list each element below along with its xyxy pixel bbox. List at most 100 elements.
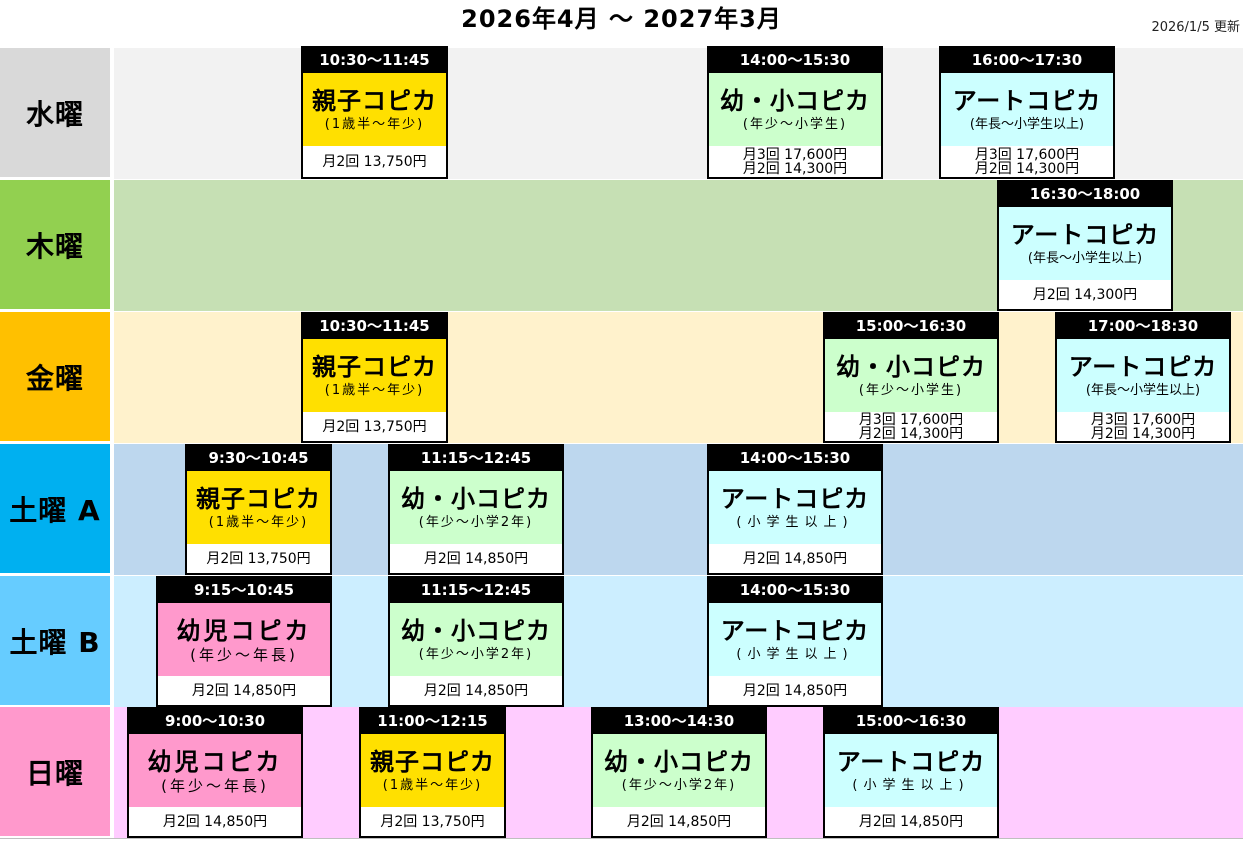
class-name: アートコピカ [836,747,986,776]
class-price: 月2回 14,850円 [158,676,330,705]
class-time: 16:00〜17:30 [971,51,1083,69]
class-card-youshou[interactable]: 13:00〜14:30 幼・小コピカ (年少〜小学2年) 月2回 14,850円 [591,707,767,838]
class-age: (年少〜小学2年) [621,777,737,793]
day-label: 日曜 [0,707,110,836]
class-card-youshou[interactable]: 15:00〜16:30 幼・小コピカ (年少〜小学生) 月3回 17,600円月… [823,312,999,443]
class-name: アートコピカ [952,86,1102,115]
class-age: (1歳半〜年少) [208,514,309,530]
class-card-art[interactable]: 14:00〜15:30 アートコピカ (小学生以上) 月2回 14,850円 [707,444,883,575]
class-price: 月2回 14,850円 [390,676,562,705]
class-time: 13:00〜14:30 [623,712,735,730]
day-row-friday: 金曜 10:30〜11:45 親子コピカ (1歳半〜年少) 月2回 13,750… [0,312,1243,443]
class-name: アートコピカ [1010,220,1160,249]
class-time: 10:30〜11:45 [319,51,430,69]
class-card-art[interactable]: 15:00〜16:30 アートコピカ (小学生以上) 月2回 14,850円 [823,707,999,838]
class-age: (年少〜小学2年) [418,646,534,662]
class-card-oyako[interactable]: 11:00〜12:15 親子コピカ (1歳半〜年少) 月2回 13,750円 [359,707,506,838]
class-time: 14:00〜15:30 [739,51,851,69]
class-time: 11:15〜12:45 [420,581,532,599]
day-row-saturday-b: 土曜 B 9:15〜10:45 幼児コピカ (年少〜年長) 月2回 14,850… [0,576,1243,707]
class-name: アートコピカ [720,616,870,645]
class-time: 9:30〜10:45 [208,449,309,467]
class-time: 10:30〜11:45 [319,317,430,335]
day-label: 金曜 [0,312,110,441]
class-price: 月3回 17,600円月2回 14,300円 [1057,412,1229,441]
class-info: アートコピカ (年長〜小学生以上) [941,73,1113,146]
class-price: 月2回 13,750円 [187,544,330,573]
class-info: 幼児コピカ (年少〜年長) [129,734,301,807]
class-info: 幼・小コピカ (年少〜小学生) [709,73,881,146]
class-price: 月3回 17,600円月2回 14,300円 [941,146,1113,177]
class-name: 幼・小コピカ [604,747,754,776]
class-time: 14:00〜15:30 [739,581,851,599]
class-name: 親子コピカ [312,86,437,115]
class-age: (年少〜小学生) [742,116,848,132]
class-name: アートコピカ [1068,352,1218,381]
class-time: 14:00〜15:30 [739,449,851,467]
class-card-art[interactable]: 17:00〜18:30 アートコピカ (年長〜小学生以上) 月3回 17,600… [1055,312,1231,443]
day-row-sunday: 日曜 9:00〜10:30 幼児コピカ (年少〜年長) 月2回 14,850円 … [0,707,1243,838]
class-price: 月3回 17,600円月2回 14,300円 [825,412,997,441]
class-age: (年少〜小学2年) [418,514,534,530]
class-price: 月2回 14,850円 [129,807,301,836]
class-name: 親子コピカ [370,747,495,776]
class-card-art[interactable]: 14:00〜15:30 アートコピカ (小学生以上) 月2回 14,850円 [707,576,883,707]
class-name: 幼・小コピカ [401,484,551,513]
updated-date: 2026/1/5 更新 [1151,20,1240,35]
class-age: (小学生以上) [852,777,970,793]
class-name: 親子コピカ [312,352,437,381]
class-age: (小学生以上) [736,646,854,662]
class-price: 月3回 17,600円月2回 14,300円 [709,146,881,177]
class-time: 9:00〜10:30 [164,712,266,730]
class-age: (1歳半〜年少) [324,116,425,132]
class-name: 幼・小コピカ [836,352,986,381]
class-age: (1歳半〜年少) [382,777,483,793]
class-card-youji[interactable]: 9:00〜10:30 幼児コピカ (年少〜年長) 月2回 14,850円 [127,707,303,838]
day-label: 水曜 [0,48,110,177]
class-time: 11:15〜12:45 [420,449,532,467]
class-info: 幼・小コピカ (年少〜小学2年) [593,734,765,807]
class-time: 15:00〜16:30 [855,712,967,730]
class-info: 親子コピカ (1歳半〜年少) [187,471,330,544]
class-time: 11:00〜12:15 [377,712,488,730]
class-name: 幼・小コピカ [720,86,870,115]
class-card-art[interactable]: 16:30〜18:00 アートコピカ (年長〜小学生以上) 月2回 14,300… [997,180,1173,311]
class-age: (年長〜小学生以上) [969,116,1085,132]
class-name: 幼・小コピカ [401,616,551,645]
class-price: 月2回 14,850円 [593,807,765,836]
class-card-art[interactable]: 16:00〜17:30 アートコピカ (年長〜小学生以上) 月3回 17,600… [939,46,1115,179]
class-info: 幼・小コピカ (年少〜小学2年) [390,603,562,676]
class-time: 17:00〜18:30 [1087,317,1199,335]
class-price: 月2回 14,300円 [999,280,1171,309]
day-row-wednesday: 水曜 10:30〜11:45 親子コピカ (1歳半〜年少) 月2回 13,750… [0,46,1243,179]
class-card-youshou[interactable]: 11:15〜12:45 幼・小コピカ (年少〜小学2年) 月2回 14,850円 [388,444,564,575]
class-price: 月2回 13,750円 [361,807,504,836]
class-card-youshou[interactable]: 11:15〜12:45 幼・小コピカ (年少〜小学2年) 月2回 14,850円 [388,576,564,707]
class-card-oyako[interactable]: 10:30〜11:45 親子コピカ (1歳半〜年少) 月2回 13,750円 [301,312,448,443]
class-age: (年長〜小学生以上) [1027,250,1143,266]
class-name: 親子コピカ [196,484,321,513]
class-name: 幼児コピカ [147,747,283,776]
class-age: (年長〜小学生以上) [1085,382,1201,398]
class-time: 16:30〜18:00 [1029,185,1141,203]
class-info: 幼・小コピカ (年少〜小学2年) [390,471,562,544]
class-time: 9:15〜10:45 [193,581,295,599]
class-age: (小学生以上) [736,514,854,530]
class-age: (年少〜年長) [161,776,269,795]
class-card-youshou[interactable]: 14:00〜15:30 幼・小コピカ (年少〜小学生) 月3回 17,600円月… [707,46,883,179]
day-label: 土曜 A [0,444,110,573]
class-card-oyako[interactable]: 9:30〜10:45 親子コピカ (1歳半〜年少) 月2回 13,750円 [185,444,332,575]
class-info: 幼・小コピカ (年少〜小学生) [825,339,997,412]
class-age: (1歳半〜年少) [324,382,425,398]
class-info: アートコピカ (小学生以上) [709,471,881,544]
class-info: アートコピカ (小学生以上) [825,734,997,807]
class-age: (年少〜小学生) [858,382,964,398]
class-card-oyako[interactable]: 10:30〜11:45 親子コピカ (1歳半〜年少) 月2回 13,750円 [301,46,448,179]
day-row-thursday: 木曜 16:30〜18:00 アートコピカ (年長〜小学生以上) 月2回 14,… [0,180,1243,311]
class-time: 15:00〜16:30 [855,317,967,335]
class-info: アートコピカ (小学生以上) [709,603,881,676]
day-label: 土曜 B [0,576,110,705]
class-price: 月2回 14,850円 [825,807,997,836]
class-info: 親子コピカ (1歳半〜年少) [303,339,446,412]
class-card-youji[interactable]: 9:15〜10:45 幼児コピカ (年少〜年長) 月2回 14,850円 [156,576,332,707]
